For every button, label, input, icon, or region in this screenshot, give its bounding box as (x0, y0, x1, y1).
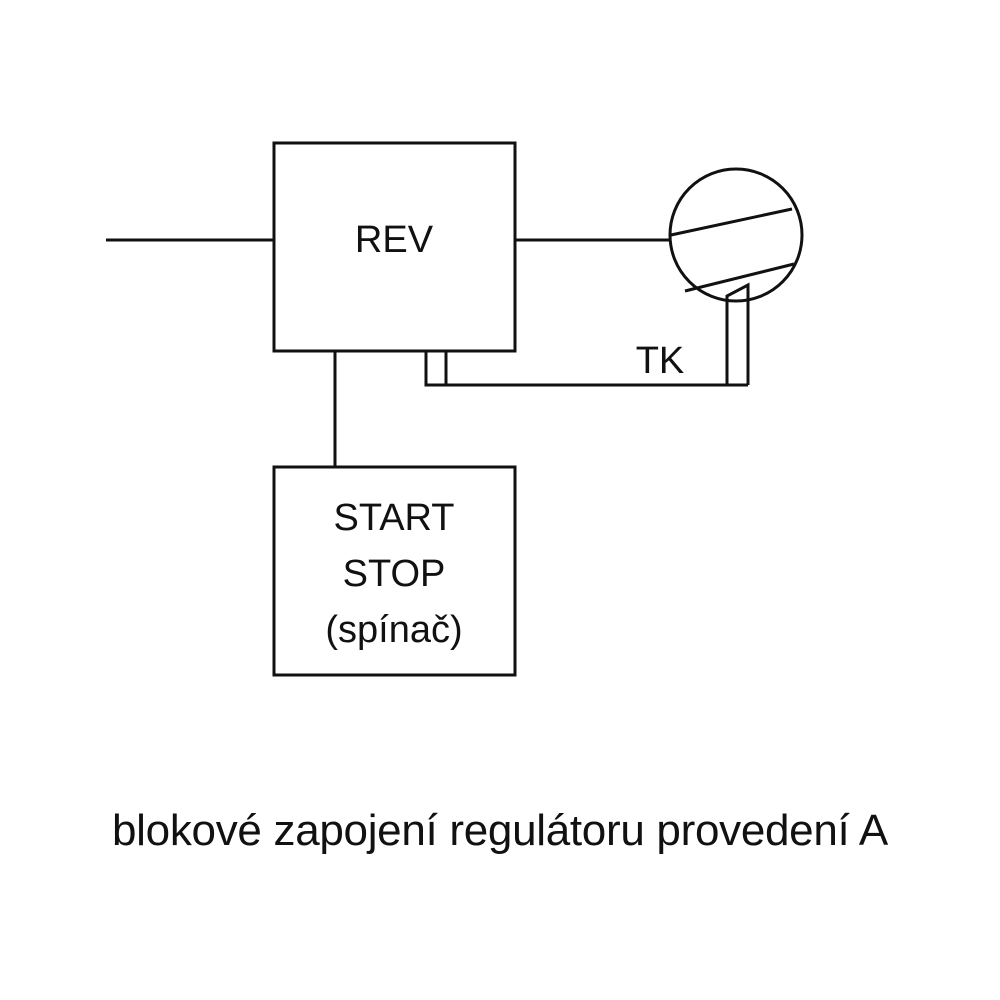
diagram-caption: blokové zapojení regulátoru provedení A (112, 806, 888, 855)
tk-sensor-leg (725, 282, 750, 385)
stop-label: STOP (343, 553, 446, 595)
rev-label: REV (355, 219, 434, 261)
motor-circle (668, 167, 804, 303)
motor-symbol (668, 167, 804, 303)
tk-wire-outer (424, 351, 748, 387)
motor-upper-line (670, 207, 793, 237)
start-stop-block (272, 465, 517, 677)
switch-label: (spínač) (325, 609, 462, 651)
start-label: START (333, 497, 454, 539)
rev-block (272, 141, 517, 353)
tk-label: TK (636, 340, 685, 382)
motor-lower-line (684, 262, 795, 293)
